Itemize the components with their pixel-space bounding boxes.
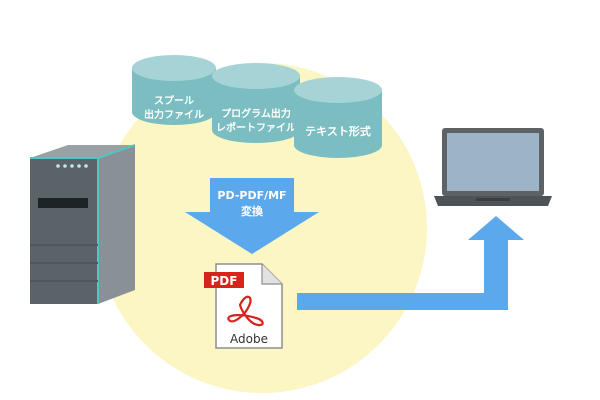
cylinder-1-label-line1: スプール bbox=[154, 94, 194, 107]
cylinder-2-label-line1: プログラム出力 bbox=[221, 107, 291, 120]
cylinder-3-label: テキスト形式 bbox=[305, 124, 371, 138]
conversion-label-line2: 変換 bbox=[241, 204, 264, 218]
elbow-arrow-icon bbox=[297, 216, 524, 310]
cylinder-1-label-line2: 出力ファイル bbox=[144, 108, 204, 121]
database-cylinder-1: スプール 出力ファイル bbox=[132, 55, 216, 125]
pdf-brand-text: Adobe bbox=[230, 332, 268, 346]
server-icon bbox=[30, 144, 136, 304]
database-cylinder-2: プログラム出力 レポートファイル bbox=[212, 63, 300, 143]
laptop-icon bbox=[434, 128, 552, 206]
down-arrow-icon: PD-PDF/MF 変換 bbox=[185, 178, 319, 254]
conversion-label-line1: PD-PDF/MF bbox=[217, 189, 286, 202]
database-cylinder-3: テキスト形式 bbox=[294, 77, 382, 158]
cylinder-2-label-line2: レポートファイル bbox=[216, 121, 296, 134]
pdf-badge-text: PDF bbox=[211, 274, 238, 288]
pdf-document-icon: PDF Adobe bbox=[204, 263, 283, 349]
